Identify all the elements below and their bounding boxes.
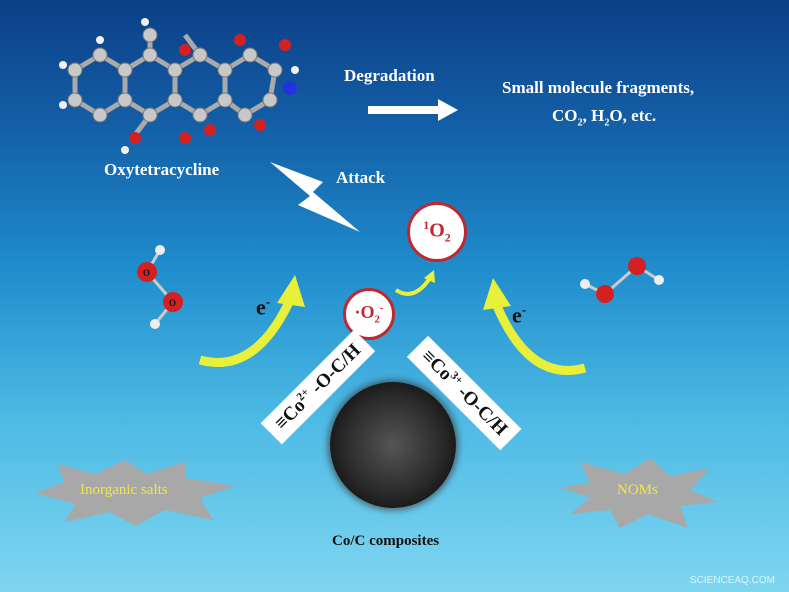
lightning-bolt-icon: [270, 162, 360, 232]
h2o2-molecule-right: [580, 257, 664, 303]
co-c-composite-sphere: [330, 382, 456, 508]
interferent-right: NOMs: [617, 482, 658, 498]
oxytetracycline-molecule: [59, 18, 299, 154]
interferent-left: Inorganic salts: [80, 482, 168, 498]
svg-text:O: O: [169, 298, 176, 308]
attack-label: Attack: [336, 168, 386, 187]
degradation-label: Degradation: [344, 66, 435, 85]
h2o2-molecule-left: O O: [137, 245, 183, 329]
superoxide-badge: ·O2-: [343, 288, 395, 340]
products-line1: Small molecule fragments,: [502, 78, 695, 97]
starburst-noms: [560, 458, 718, 528]
watermark: SCIENCEAQ.COM: [690, 575, 776, 586]
degradation-arrow: [368, 99, 458, 121]
electron-right: e-: [512, 302, 527, 328]
electron-left: e-: [256, 294, 271, 320]
conversion-arrow: [394, 270, 435, 296]
electron-arrow-right: [483, 278, 587, 375]
products-line2: CO2, H2O, etc.: [552, 106, 657, 129]
molecule-name: Oxytetracycline: [104, 160, 220, 179]
singlet-oxygen-badge: 1O2: [407, 202, 467, 262]
electron-arrow-left: [198, 275, 305, 367]
composite-label: Co/C composites: [332, 533, 440, 549]
starburst-inorganic-salts: [35, 460, 235, 526]
svg-text:O: O: [143, 268, 150, 278]
